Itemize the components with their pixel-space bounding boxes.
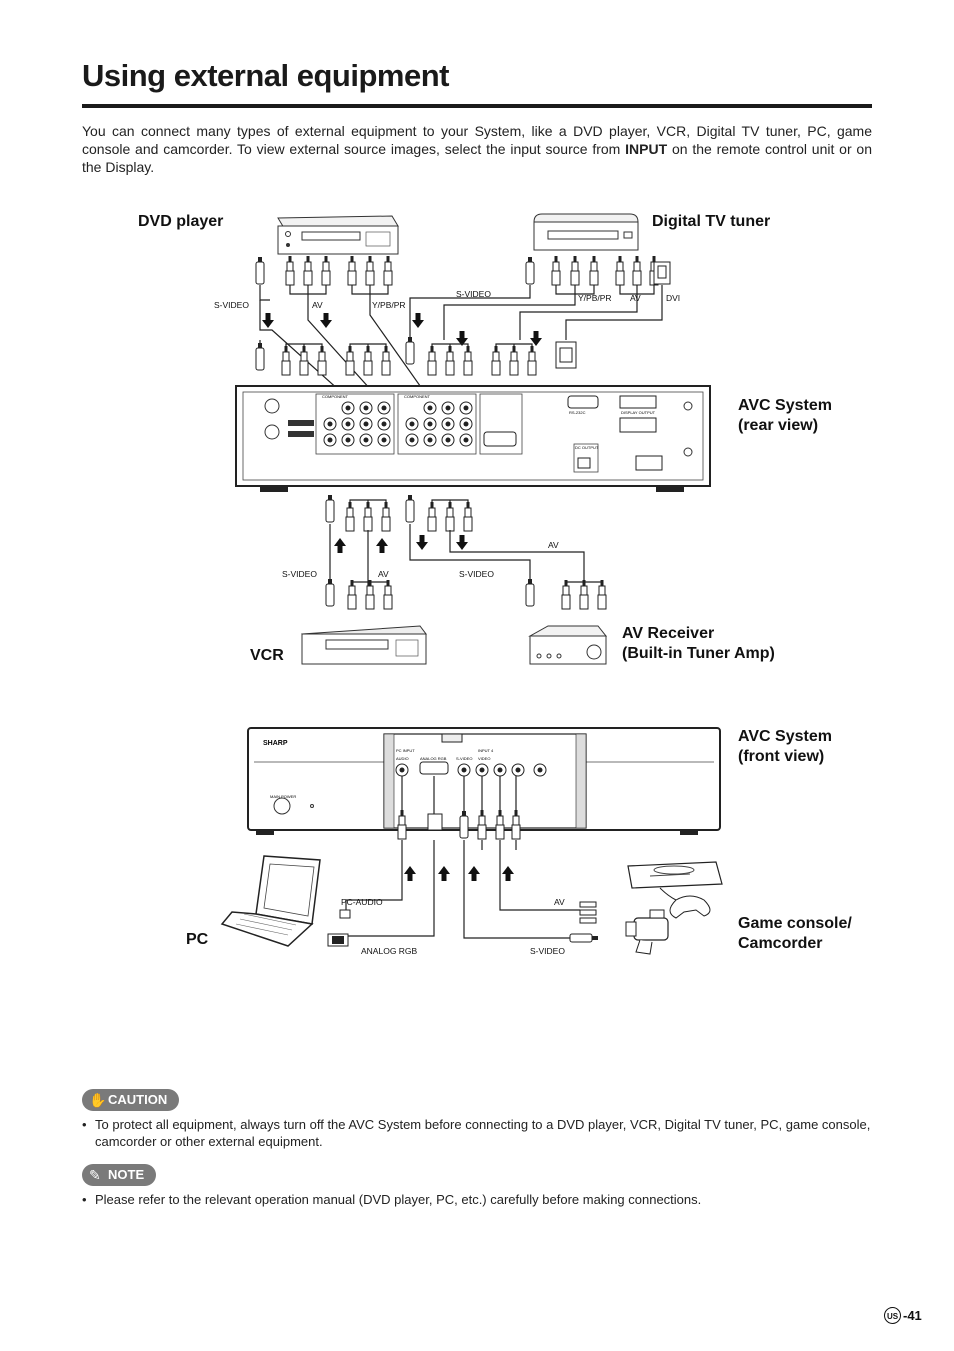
page-title: Using external equipment <box>82 58 449 93</box>
game-camcorder-label: Game console/ Camcorder <box>738 914 852 954</box>
dvd-component-cable-label: Y/PB/PR <box>372 300 406 310</box>
rear-component-label-2: COMPONENT <box>404 394 431 399</box>
avc-front-label: AVC System (front view) <box>738 727 832 767</box>
pc-input-label: PC INPUT <box>396 748 415 753</box>
game-av-cable-label: AV <box>554 897 565 907</box>
vcr-icon <box>301 625 427 665</box>
caution-badge-label: CAUTION <box>108 1092 168 1107</box>
main-power-label: MAIN POWER <box>270 794 296 799</box>
dvd-svideo-cable-label: S-VIDEO <box>214 300 249 310</box>
camcorder-icon <box>625 909 669 955</box>
intro-text-2: on the remote control unit or on the Dis… <box>82 141 872 175</box>
page-number: US -41 <box>884 1307 922 1324</box>
avc-front-panel <box>247 727 721 835</box>
note-text: Please refer to the relevant operation m… <box>95 1192 702 1207</box>
front-svideo-label: S-VIDEO <box>456 756 472 761</box>
pencil-icon: ✎ <box>89 1167 101 1183</box>
receiver-svideo-cable-label: S-VIDEO <box>459 569 494 579</box>
tuner-av-cable-label: AV <box>630 293 641 303</box>
av-receiver-label-line1: AV Receiver <box>622 625 715 642</box>
avc-front-label-line2: (front view) <box>738 748 825 765</box>
dvd-player-label: DVD player <box>138 213 224 230</box>
input4-label: INPUT 4 <box>478 748 494 753</box>
note-badge-label: NOTE <box>108 1167 145 1182</box>
avc-rear-panel <box>235 385 711 492</box>
avc-rear-label-line2: (rear view) <box>738 417 819 434</box>
av-receiver-label-line2: (Built-in Tuner Amp) <box>622 645 775 662</box>
avc-rear-label-line1: AVC System <box>738 397 832 414</box>
vcr-av-cable-label: AV <box>378 569 389 579</box>
laptop-icon <box>220 855 321 947</box>
pc-label: PC <box>186 931 209 948</box>
pc-audio-cable-label: PC-AUDIO <box>341 897 383 907</box>
receiver-av-cable-label: AV <box>548 540 559 550</box>
tuner-svideo-cable-label: S-VIDEO <box>456 289 491 299</box>
bullet-icon: • <box>82 1117 87 1132</box>
note-badge: ✎ NOTE <box>82 1164 157 1186</box>
title-rule <box>82 104 872 108</box>
tuner-dvi-cable-label: DVI <box>666 293 681 303</box>
caution-text: To protect all equipment, always turn of… <box>95 1117 871 1149</box>
digital-tv-tuner-icon <box>533 213 639 251</box>
rs232c-label: RS-232C <box>569 410 586 415</box>
tuner-cables <box>409 285 663 340</box>
dvd-player-icon <box>277 215 399 255</box>
intro-paragraph: You can connect many types of external e… <box>82 122 872 176</box>
dc-output-label: DC OUTPUT <box>575 445 599 450</box>
game-camcorder-label-line1: Game console/ <box>738 915 852 932</box>
caution-item: • To protect all equipment, always turn o… <box>82 1116 872 1150</box>
avc-rear-label: AVC System (rear view) <box>738 396 832 436</box>
brand-logo: SHARP <box>263 740 288 747</box>
display-output-label: DISPLAY OUTPUT <box>621 410 656 415</box>
tuner-component-cable-label: Y/PB/PR <box>578 293 612 303</box>
bullet-icon: • <box>82 1192 87 1207</box>
region-mark-icon: US <box>884 1307 901 1324</box>
game-camcorder-label-line2: Camcorder <box>738 935 823 952</box>
dvd-av-cable-label: AV <box>312 300 323 310</box>
front-analog-rgb-label: ANALOG RGB <box>420 756 447 761</box>
intro-text-1: You can connect many types of external e… <box>82 123 872 157</box>
page-number-value: -41 <box>903 1308 922 1323</box>
vcr-svideo-cable-label: S-VIDEO <box>282 569 317 579</box>
analog-rgb-cable-label: ANALOG RGB <box>361 946 418 956</box>
intro-input-keyword: INPUT <box>625 141 668 157</box>
front-video-label: VIDEO <box>478 756 490 761</box>
front-audio-label: AUDIO <box>396 756 409 761</box>
caution-hand-icon: ✋ <box>89 1092 107 1108</box>
vcr-label: VCR <box>250 647 284 664</box>
game-svideo-cable-label: S-VIDEO <box>530 946 565 956</box>
note-item: • Please refer to the relevant operation … <box>82 1191 872 1208</box>
av-receiver-label: AV Receiver (Built-in Tuner Amp) <box>622 624 775 664</box>
game-console-icon <box>627 861 723 919</box>
avc-front-label-line1: AVC System <box>738 728 832 745</box>
digital-tv-tuner-label: Digital TV tuner <box>652 213 771 230</box>
av-receiver-icon <box>528 625 608 665</box>
rear-component-label: COMPONENT <box>322 394 349 399</box>
caution-badge: ✋ CAUTION <box>82 1089 180 1111</box>
